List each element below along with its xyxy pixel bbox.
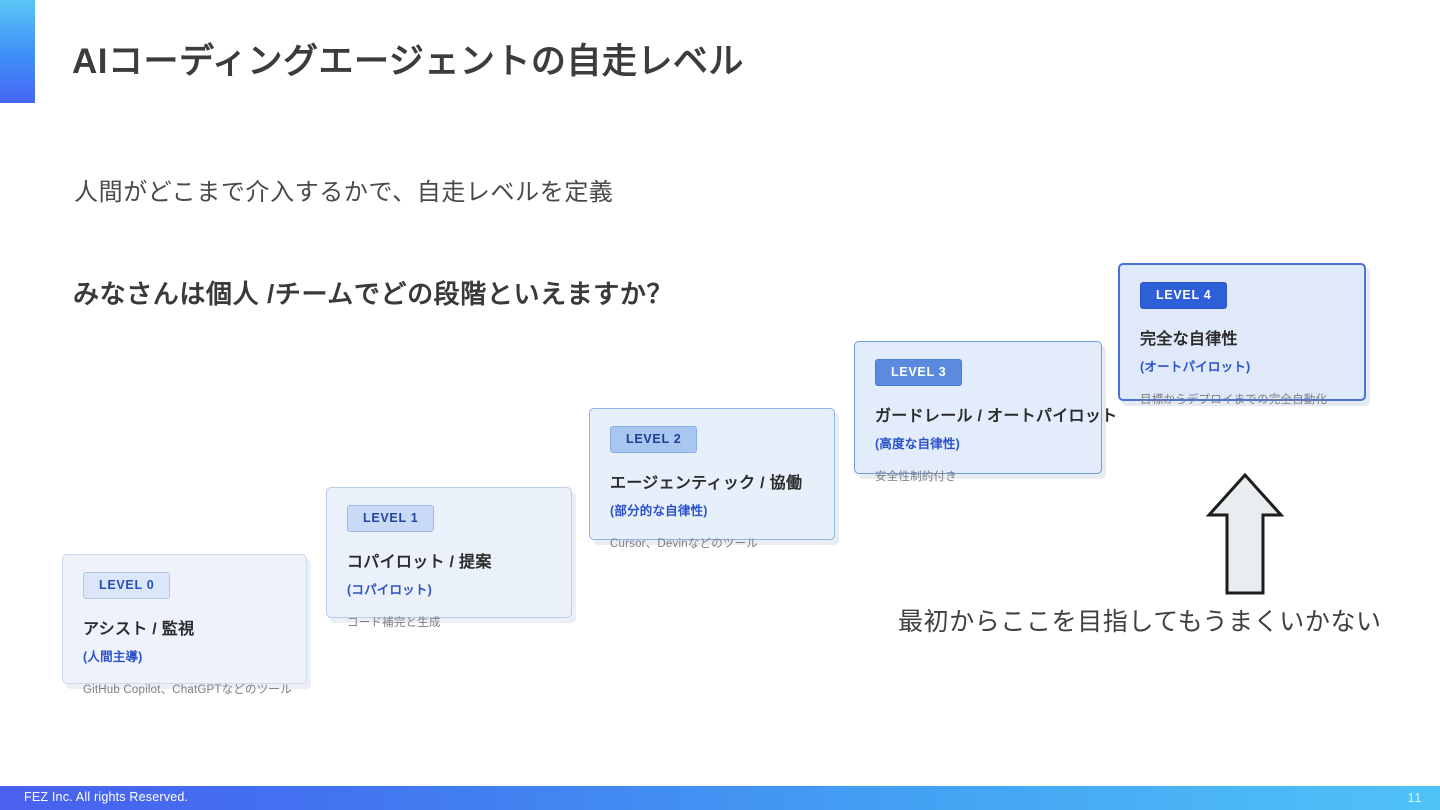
level-title-2: エージェンティック / 協働 bbox=[610, 474, 803, 492]
level-description-4: 目標からデプロイまでの完全自動化 bbox=[1140, 393, 1328, 406]
lead-paragraph: 人間がどこまで介入するかで、自走レベルを定義 bbox=[74, 179, 614, 206]
page-number: 11 bbox=[1407, 790, 1422, 805]
level-title-1: コパイロット / 提案 bbox=[347, 553, 492, 571]
level-card-4: LEVEL 4 完全な自律性 (オートパイロット) 目標からデプロイまでの完全自… bbox=[1118, 263, 1366, 406]
level-card-3: LEVEL 3 ガードレール / オートパイロット (高度な自律性) 安全性制約… bbox=[854, 341, 1118, 483]
level-description-0: GitHub Copilot、ChatGPTなどのツール bbox=[83, 683, 292, 696]
level-card-2: LEVEL 2 エージェンティック / 協働 (部分的な自律性) Cursor、… bbox=[589, 408, 835, 550]
level-subtitle-3: (高度な自律性) bbox=[875, 436, 960, 451]
arrow-up-icon bbox=[1206, 472, 1284, 595]
level-card-0: LEVEL 0 アシスト / 監視 (人間主導) GitHub Copilot、… bbox=[62, 554, 307, 696]
level-description-3: 安全性制約付き bbox=[875, 470, 957, 483]
level-subtitle-2: (部分的な自律性) bbox=[610, 503, 708, 518]
footer-bar: FEZ Inc. All rights Reserved. 11 bbox=[0, 786, 1440, 810]
level-title-3: ガードレール / オートパイロット bbox=[875, 407, 1118, 425]
level-description-1: コード補完と生成 bbox=[347, 616, 441, 629]
level-subtitle-1: (コパイロット) bbox=[347, 582, 432, 597]
level-badge-4: LEVEL 4 bbox=[1140, 282, 1228, 309]
level-badge-0: LEVEL 0 bbox=[83, 572, 171, 599]
title-accent-bar bbox=[0, 0, 35, 103]
level-badge-3: LEVEL 3 bbox=[875, 359, 963, 386]
level-title-4: 完全な自律性 bbox=[1140, 330, 1238, 348]
level-title-0: アシスト / 監視 bbox=[83, 620, 195, 638]
arrow-caption: 最初からここを目指してもうまくいかない bbox=[898, 608, 1382, 636]
level-description-2: Cursor、Devinなどのツール bbox=[610, 537, 759, 550]
level-subtitle-4: (オートパイロット) bbox=[1140, 359, 1251, 374]
page-title: AIコーディングエージェントの自走レベル bbox=[72, 42, 744, 81]
level-card-1: LEVEL 1 コパイロット / 提案 (コパイロット) コード補完と生成 bbox=[326, 487, 572, 629]
question-paragraph: みなさんは個人 /チームでどの段階といえますか？ bbox=[73, 279, 674, 309]
level-subtitle-0: (人間主導) bbox=[83, 649, 143, 664]
level-badge-1: LEVEL 1 bbox=[347, 505, 435, 532]
level-badge-2: LEVEL 2 bbox=[610, 426, 698, 453]
footer-copyright: FEZ Inc. All rights Reserved. bbox=[24, 790, 189, 804]
